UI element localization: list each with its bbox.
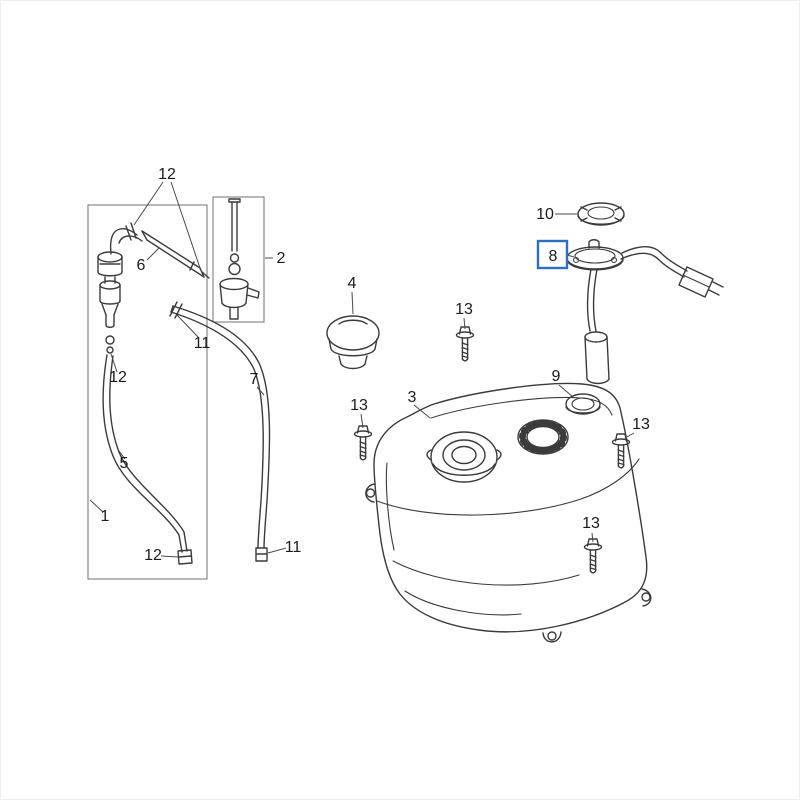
fuel-hose-7 [169,301,271,562]
part-label-11-a[interactable]: 11 [194,335,211,352]
flange-bolt-13-c [611,433,631,469]
part-label-13-b[interactable]: 13 [350,397,368,414]
part-label-4[interactable]: 4 [348,275,357,292]
part-label-6[interactable]: 6 [137,257,146,274]
part-label-11-b[interactable]: 11 [285,539,302,556]
flange-bolt-13-a [455,326,475,362]
part-label-2[interactable]: 2 [277,250,286,267]
part-label-13-d[interactable]: 13 [582,515,600,532]
part-label-12-c[interactable]: 12 [144,547,162,564]
sender-gasket [565,393,601,415]
part-label-12-a[interactable]: 12 [158,166,176,183]
leader-lines [89,181,635,558]
part-label-13-c[interactable]: 13 [632,416,650,433]
flange-bolt-13-b [353,425,373,461]
part-label-10[interactable]: 10 [536,206,554,223]
part-label-7[interactable]: 7 [250,371,259,388]
fuel-cap [326,315,380,370]
part-label-9[interactable]: 9 [552,368,561,385]
group-2-box [212,196,265,323]
fuel-hose-5 [102,354,193,565]
part-label-12-b[interactable]: 12 [109,369,127,386]
part-label-13-a[interactable]: 13 [455,301,473,318]
flange-bolt-13-d [583,538,603,574]
sender-ring-nut [577,202,625,226]
part-label-3[interactable]: 3 [408,389,417,406]
fuel-tank [365,382,652,643]
part-labels: 12 6 2 11 12 4 13 10 8 13 3 9 13 7 5 1 1… [101,166,650,564]
part-label-5[interactable]: 5 [120,455,129,472]
fuel-filter-assembly [97,222,210,354]
fuel-cock-assembly [219,198,260,320]
part-label-1[interactable]: 1 [101,508,110,525]
fuel-sender-unit [566,239,724,385]
part-label-8[interactable]: 8 [549,248,558,265]
part-8-highlight-box[interactable] [536,239,569,270]
